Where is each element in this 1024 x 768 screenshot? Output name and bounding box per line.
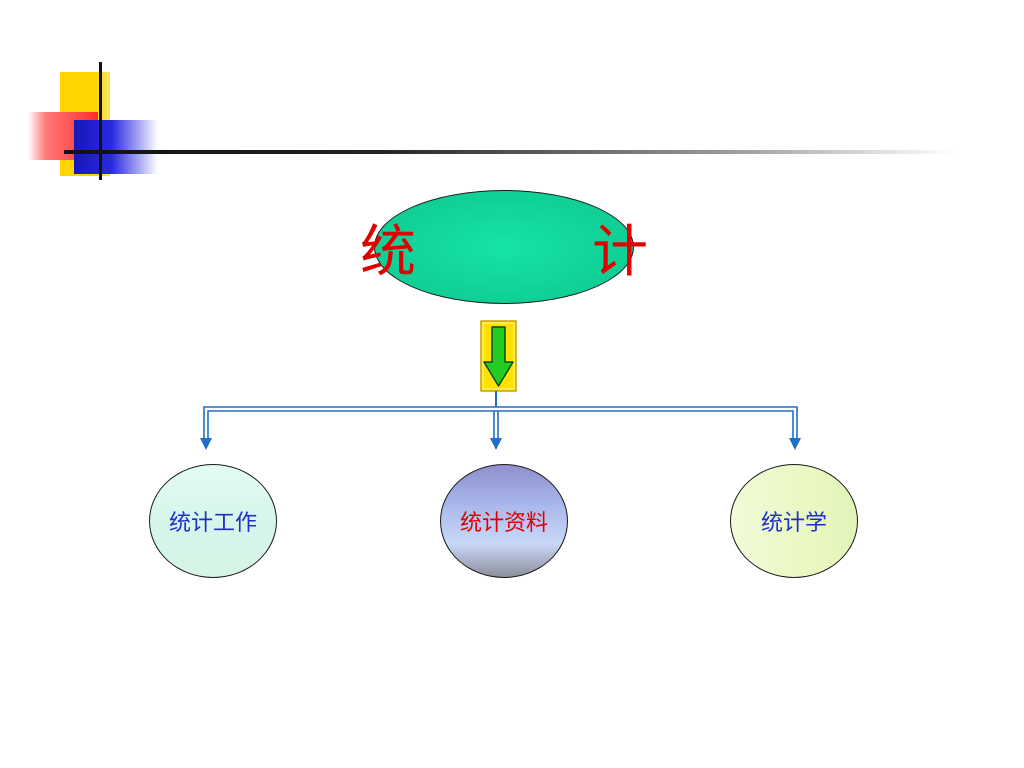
arrowhead-right (789, 438, 801, 450)
root-node: 统 计 (360, 190, 648, 304)
arrowhead-center (490, 438, 502, 450)
green-down-arrow-icon (480, 320, 517, 392)
child-node-science: 统计学 (730, 464, 858, 578)
child-node-work: 统计工作 (149, 464, 277, 578)
bracket-connector (203, 391, 798, 440)
header-divider-line (64, 150, 954, 154)
root-node-label: 统 计 (360, 219, 708, 285)
deco-blue-block (74, 120, 158, 174)
child-node-data-label: 统计资料 (459, 511, 548, 536)
deco-vertical-line (99, 62, 102, 180)
bracket-arrowheads (200, 438, 801, 450)
child-node-work-label: 统计工作 (168, 511, 257, 536)
child-node-data: 统计资料 (440, 464, 568, 578)
child-node-science-label: 统计学 (760, 511, 827, 536)
arrowhead-left (200, 438, 212, 450)
